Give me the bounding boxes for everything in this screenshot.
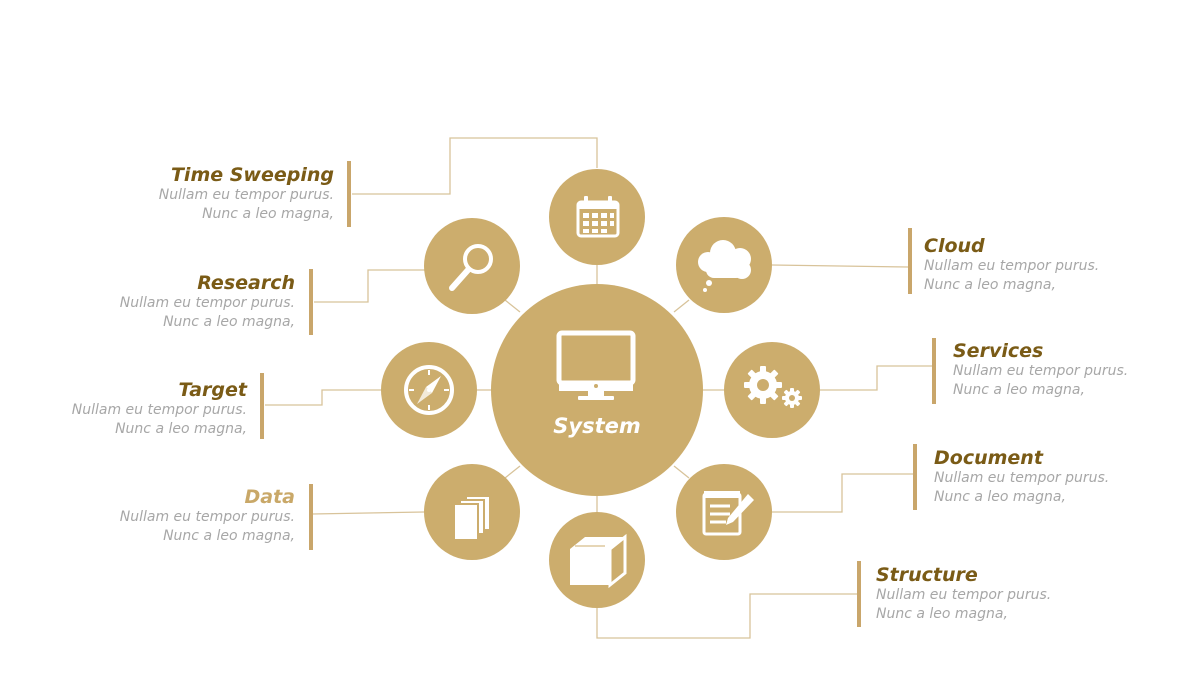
connector-lines — [265, 137, 934, 639]
magnifier-icon — [449, 244, 493, 291]
label-bar-data — [309, 484, 313, 550]
label-bar-document — [913, 444, 917, 510]
documents-icon — [453, 495, 491, 541]
node-desc-line2: Nunc a leo magna, — [924, 277, 1056, 293]
label-bar-structure — [857, 561, 861, 627]
node-title: Research — [197, 272, 295, 294]
node-circle-research — [424, 218, 520, 314]
node-desc-line2: Nunc a leo magna, — [202, 206, 334, 222]
node-desc-line1: Nullam eu tempor purus. — [119, 509, 295, 525]
label-services: Services Nullam eu tempor purus. Nunc a … — [953, 340, 1128, 400]
node-title: Services — [953, 340, 1044, 362]
compass-icon — [404, 365, 454, 415]
calendar-icon — [576, 196, 620, 238]
label-bar-target — [260, 373, 264, 439]
label-target: Target Nullam eu tempor purus. Nunc a le… — [72, 379, 247, 439]
node-desc-line1: Nullam eu tempor purus. — [924, 258, 1100, 274]
gears-icon — [744, 366, 802, 408]
label-document: Document Nullam eu tempor purus. Nunc a … — [934, 447, 1109, 507]
label-bar-cloud — [908, 228, 912, 294]
label-research: Research Nullam eu tempor purus. Nunc a … — [120, 272, 295, 332]
node-title: Cloud — [924, 235, 985, 257]
label-bar-research — [309, 269, 313, 335]
node-desc-line1: Nullam eu tempor purus. — [934, 470, 1110, 486]
box-icon — [570, 533, 627, 589]
label-bar-time-sweeping — [347, 161, 351, 227]
label-data: Data Nullam eu tempor purus. Nunc a leo … — [120, 486, 295, 546]
node-desc-line1: Nullam eu tempor purus. — [876, 587, 1052, 603]
node-desc-line2: Nunc a leo magna, — [163, 528, 295, 544]
node-title: Data — [244, 486, 296, 508]
node-title: Document — [934, 447, 1043, 469]
label-cloud: Cloud Nullam eu tempor purus. Nunc a leo… — [924, 235, 1099, 295]
node-desc-line1: Nullam eu tempor purus. — [953, 363, 1129, 379]
node-desc-line2: Nunc a leo magna, — [953, 382, 1085, 398]
node-desc-line2: Nunc a leo magna, — [876, 606, 1008, 622]
node-circle-document — [676, 464, 772, 560]
label-time-sweeping: Time Sweeping Nullam eu tempor purus. Nu… — [159, 164, 334, 224]
node-desc-line1: Nullam eu tempor purus. — [119, 295, 295, 311]
node-title: Target — [178, 379, 247, 401]
cloud-icon — [698, 240, 751, 292]
label-bar-services — [932, 338, 936, 404]
notepad-icon — [702, 491, 754, 536]
node-desc-line2: Nunc a leo magna, — [163, 314, 295, 330]
node-title: Structure — [876, 564, 978, 586]
node-desc-line1: Nullam eu tempor purus. — [71, 402, 247, 418]
label-structure: Structure Nullam eu tempor purus. Nunc a… — [876, 564, 1051, 624]
node-desc-line1: Nullam eu tempor purus. — [158, 187, 334, 203]
node-desc-line2: Nunc a leo magna, — [934, 489, 1066, 505]
node-desc-line2: Nunc a leo magna, — [115, 421, 247, 437]
center-label: System — [553, 414, 641, 438]
node-title: Time Sweeping — [170, 164, 334, 186]
